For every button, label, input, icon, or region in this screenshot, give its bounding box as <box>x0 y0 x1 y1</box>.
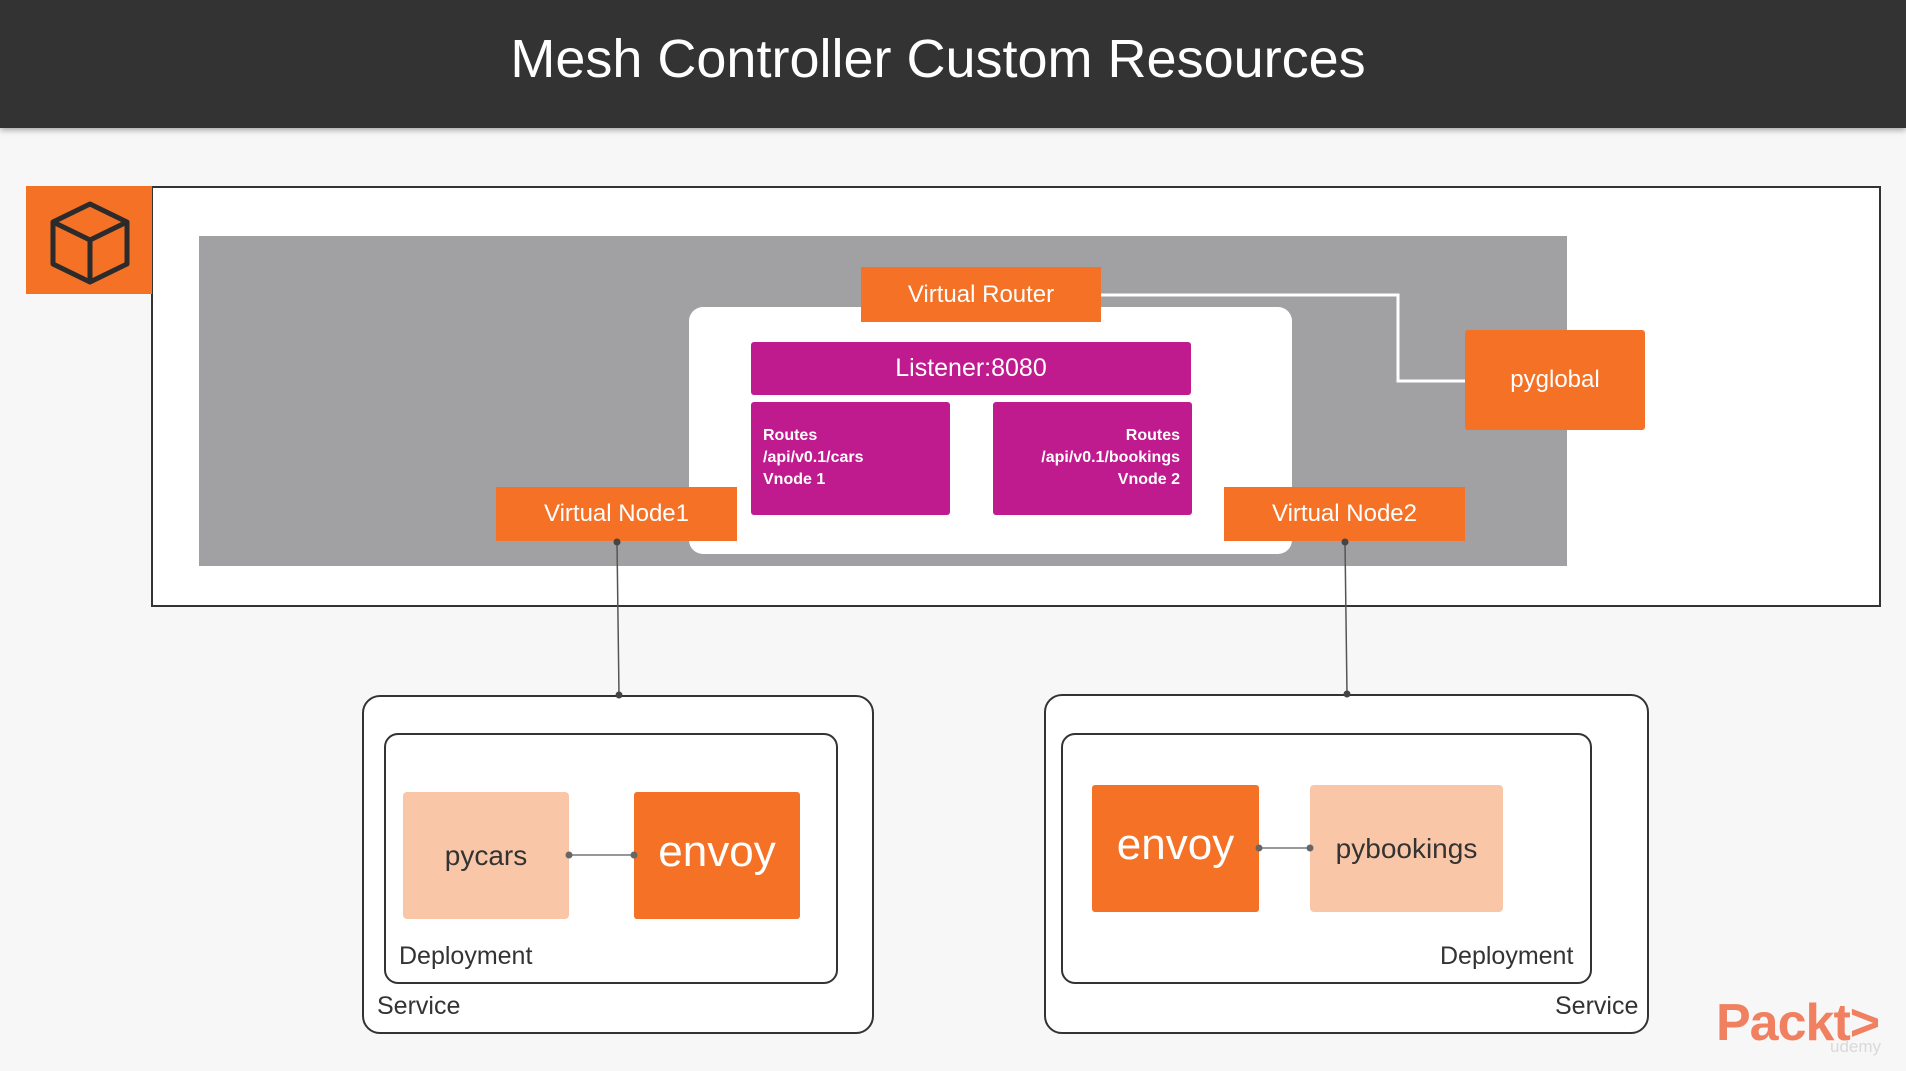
routes-bookings-line: Routes <box>1125 427 1180 444</box>
virtual-node2-box: Virtual Node2 <box>1224 487 1465 541</box>
pybookings-box: pybookings <box>1310 785 1503 912</box>
routes-cars-line: Vnode 1 <box>763 471 826 488</box>
routes-cars-box: Routes /api/v0.1/cars Vnode 1 <box>751 402 950 515</box>
cube-icon <box>50 201 130 285</box>
page-title: Mesh Controller Custom Resources <box>510 29 1366 89</box>
header-bar <box>0 0 1906 128</box>
envoy-left-box: envoy <box>634 792 800 919</box>
routes-bookings-line: /api/v0.1/bookings <box>1041 449 1180 466</box>
udemy-watermark: udemy <box>1830 1037 1882 1056</box>
envoy-right-box: envoy <box>1092 785 1259 912</box>
routes-cars-line: /api/v0.1/cars <box>763 449 864 466</box>
listener-box: Listener:8080 <box>751 342 1191 395</box>
routes-bookings-line: Vnode 2 <box>1117 471 1180 488</box>
virtual-router-box: Virtual Router <box>861 267 1101 322</box>
pyglobal-box: pyglobal <box>1465 330 1645 430</box>
routes-cars-line: Routes <box>763 427 818 444</box>
deployment-right-label: Deployment <box>1440 942 1574 970</box>
kubernetes-cube-badge <box>26 186 152 294</box>
deployment-left-label: Deployment <box>399 942 533 970</box>
pycars-box: pycars <box>403 792 569 919</box>
packt-logo: Packt> <box>1716 994 1880 1052</box>
service-left-label: Service <box>377 992 461 1020</box>
virtual-node1-box: Virtual Node1 <box>496 487 737 541</box>
routes-bookings-box: Routes /api/v0.1/bookings Vnode 2 <box>993 402 1192 515</box>
service-right-label: Service <box>1555 992 1639 1020</box>
